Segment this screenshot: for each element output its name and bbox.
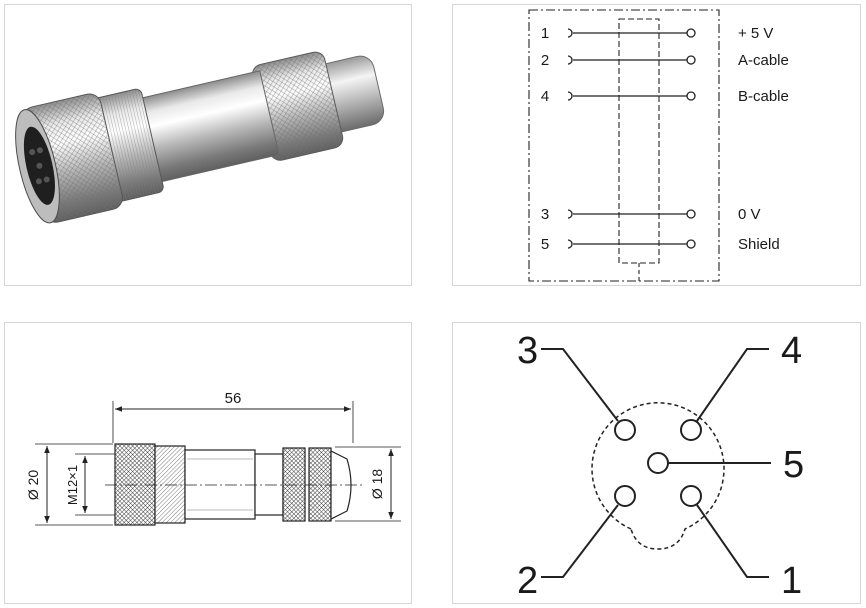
connector-face [591, 402, 725, 550]
dimension-drawing: 56 Ø 20 M12×1 Ø 18 [25, 390, 401, 526]
pin-4-label: 4 [781, 330, 802, 372]
length-dimension: 56 [225, 390, 242, 407]
diameter-right: Ø 18 [369, 469, 385, 500]
pin-2-label: 2 [517, 560, 538, 602]
pin-label: A-cable [738, 52, 789, 69]
pin-layout-diagram: 3 4 5 2 1 [517, 330, 804, 602]
pin-label: 0 V [738, 206, 761, 223]
pin-3-label: 3 [517, 330, 538, 372]
connector-photo [15, 51, 385, 224]
wire-pin-2: 2 A-cable [541, 52, 789, 69]
wire-pin-4: 4 B-cable [541, 88, 789, 105]
pin-5-label: 5 [783, 444, 804, 486]
thread-spec: M12×1 [65, 465, 80, 505]
pin-number: 1 [541, 25, 549, 42]
dimension-drawing-panel: 56 Ø 20 M12×1 Ø 18 [4, 322, 412, 604]
shield-outline [618, 18, 660, 264]
pin-4 [680, 419, 702, 441]
pin-2 [614, 485, 636, 507]
diameter-left: Ø 20 [25, 470, 41, 501]
wiring-diagram-panel: 1 + 5 V 2 A-cable 4 B-cable 3 [452, 4, 861, 286]
connector-side-view [105, 443, 365, 526]
housing-outline [528, 9, 720, 282]
pin-label: Shield [738, 236, 780, 253]
pin-number: 2 [541, 52, 549, 69]
wire-pin-3: 3 0 V [541, 206, 761, 223]
pin-label: B-cable [738, 88, 789, 105]
pin-number: 4 [541, 88, 549, 105]
pin-number: 3 [541, 206, 549, 223]
pin-1 [680, 485, 702, 507]
pin-5 [647, 452, 669, 474]
product-photo-panel [4, 4, 412, 286]
pin-label: + 5 V [738, 25, 773, 42]
wire-pin-5: 5 Shield [541, 236, 780, 253]
wire-pin-1: 1 + 5 V [541, 25, 774, 42]
pin-number: 5 [541, 236, 549, 253]
pin-3 [614, 419, 636, 441]
pin-1-label: 1 [781, 560, 802, 602]
wiring-diagram: 1 + 5 V 2 A-cable 4 B-cable 3 [528, 9, 789, 282]
pin-layout-panel: 3 4 5 2 1 [452, 322, 861, 604]
